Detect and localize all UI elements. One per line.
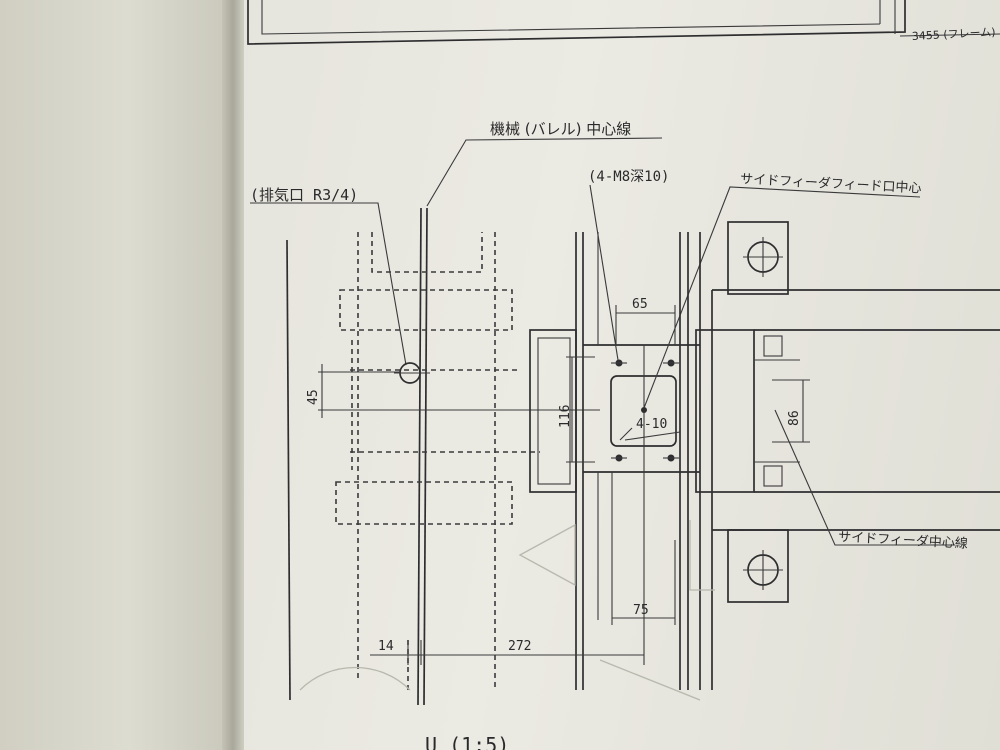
bolt-spec-label: (4-M8深10) xyxy=(588,169,669,185)
dim-75 xyxy=(611,472,676,625)
feed-port xyxy=(610,345,681,620)
dim-75-label: 75 xyxy=(633,603,649,618)
barrel-center-line xyxy=(417,137,663,706)
side-feeder-center-label: サイドフィーダ中心線 xyxy=(838,529,968,552)
bolt-holes xyxy=(611,359,679,462)
view-caption: U (1:5) xyxy=(425,733,509,750)
dim-116-label: 116 xyxy=(558,405,573,428)
dim-65 xyxy=(615,305,676,345)
title-block-frame xyxy=(247,0,1000,45)
exhaust-port-label: (排気口 R3/4) xyxy=(250,186,358,204)
book-gutter xyxy=(222,0,244,750)
hidden-outline xyxy=(335,232,540,690)
dim-45 xyxy=(318,364,600,418)
dim-86 xyxy=(772,379,810,443)
dim-116 xyxy=(566,356,595,463)
right-frame xyxy=(679,221,1000,690)
frame-dimension-label: 3455 (フレーム) xyxy=(911,26,995,43)
mounting-bolts xyxy=(743,237,783,590)
dim-45-label: 45 xyxy=(306,389,321,405)
bleed-through-marks xyxy=(299,520,715,701)
dim-4-10-label: 4-10 xyxy=(636,417,667,432)
dim-86-label: 86 xyxy=(787,410,802,426)
dim-14-label: 14 xyxy=(378,639,394,654)
bolt-spec-leader xyxy=(589,184,619,361)
side-feeder-leader xyxy=(774,409,955,546)
right-page xyxy=(238,0,1000,750)
dim-bottom xyxy=(370,620,645,665)
left-page xyxy=(0,0,232,750)
barrel-center-label: 機械 (バレル) 中心線 xyxy=(490,120,631,138)
exhaust-port-leader xyxy=(250,202,407,366)
flange-body xyxy=(529,232,700,690)
dim-65-label: 65 xyxy=(632,297,648,312)
dim-272-label: 272 xyxy=(508,639,531,654)
feed-port-leader xyxy=(643,186,921,409)
